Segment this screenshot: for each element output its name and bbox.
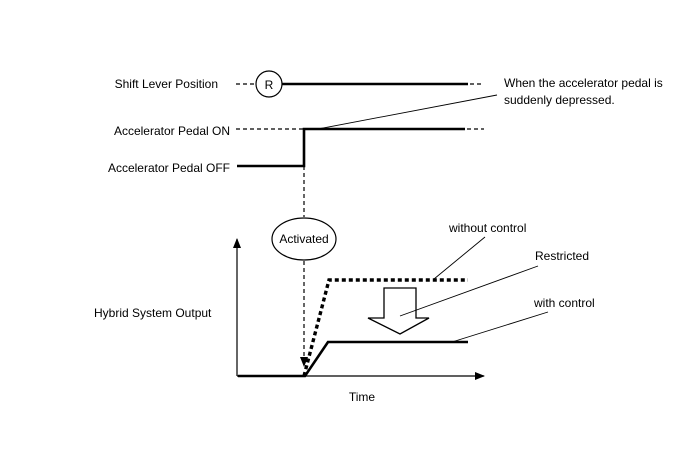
shift-position-symbol: R bbox=[265, 78, 274, 92]
time-axis-label: Time bbox=[349, 390, 376, 404]
activated-label: Activated bbox=[279, 232, 328, 246]
restricted-leader bbox=[399, 265, 539, 317]
with-control-label: with control bbox=[533, 296, 595, 310]
without-control-leader bbox=[433, 236, 486, 280]
with-control-curve bbox=[238, 340, 468, 378]
accelerator-pedal-off-label: Accelerator Pedal OFF bbox=[108, 161, 230, 175]
callout-text-line2: suddenly depressed. bbox=[504, 93, 615, 107]
callout-leader-line bbox=[317, 94, 498, 130]
accelerator-pedal-signal-line bbox=[237, 127, 465, 168]
callout-text-line1: When the accelerator pedal is bbox=[504, 76, 663, 90]
without-control-curve bbox=[302, 278, 468, 377]
hybrid-system-output-label: Hybrid System Output bbox=[94, 306, 212, 320]
with-control-leader bbox=[451, 311, 549, 343]
shift-lever-position-label: Shift Lever Position bbox=[115, 77, 218, 91]
activated-ellipse bbox=[271, 217, 337, 261]
restricted-label: Restricted bbox=[535, 249, 589, 263]
restriction-arrow-icon bbox=[367, 287, 430, 335]
without-control-label: without control bbox=[448, 221, 526, 235]
accelerator-pedal-on-label: Accelerator Pedal ON bbox=[114, 124, 230, 138]
